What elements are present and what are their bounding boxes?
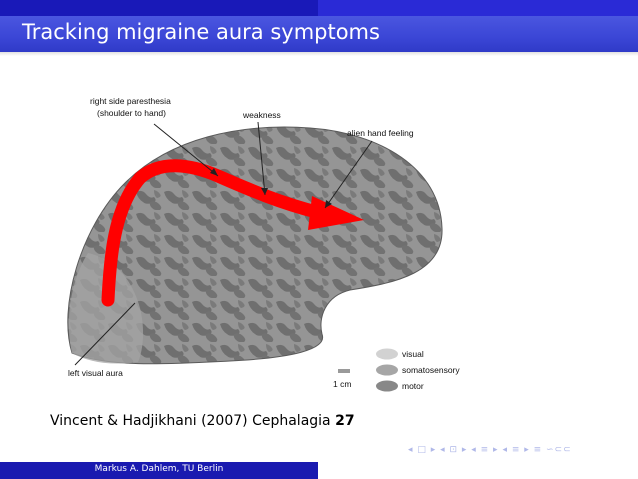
visual-region [68,253,144,364]
top-strip-right [318,0,638,16]
pointer-weakness-head [261,188,268,195]
legend: visual somatosensory motor [376,348,460,392]
red-arrow-head [308,196,364,230]
label-paresthesia-1: right side paresthesia [90,96,171,106]
label-left-visual: left visual aura [68,368,123,378]
pointer-paresthesia [153,123,219,177]
citation-text: Vincent & Hadjikhani (2007) Cephalagia [50,413,336,429]
citation-volume: 27 [335,413,355,429]
pointer-weakness [257,121,266,196]
footer-left [0,462,318,479]
legend-label-motor: motor [402,381,424,391]
legend-swatch-somatosensory [376,364,398,376]
scale-bar [338,369,350,373]
label-paresthesia-2: (shoulder to hand) [97,108,166,118]
title-shadow [0,52,638,56]
footer-bar [0,462,638,479]
pointer-paresthesia-head [210,168,218,176]
slide-title: Tracking migraine aura symptoms [22,20,380,44]
title-bar [0,16,638,52]
brain-surface [67,126,443,365]
pointer-alien-hand [324,140,373,209]
legend-swatch-motor [376,380,398,392]
brain-figure: right side paresthesia (shoulder to hand… [67,96,460,392]
beamer-navigation-icons[interactable]: ◂ □ ▸ ◂ ⊡ ▸ ◂ ≡ ▸ ◂ ≡ ▸ ≡ ∽⊂⊂ [408,445,572,455]
legend-label-visual: visual [402,349,424,359]
legend-label-somatosensory: somatosensory [402,365,460,375]
citation: Vincent & Hadjikhani (2007) Cephalagia 2… [50,413,355,429]
label-weakness: weakness [242,110,281,120]
scale-label: 1 cm [333,379,351,389]
pointer-alien-hand-head [325,200,332,208]
footer-right [318,462,638,479]
legend-swatch-visual [376,348,398,360]
red-arrow-path [101,159,327,307]
footer-author: Markus A. Dahlem, TU Berlin [94,464,224,474]
pointer-left-visual [74,302,136,366]
label-alien-hand: alien hand feeling [347,128,414,138]
